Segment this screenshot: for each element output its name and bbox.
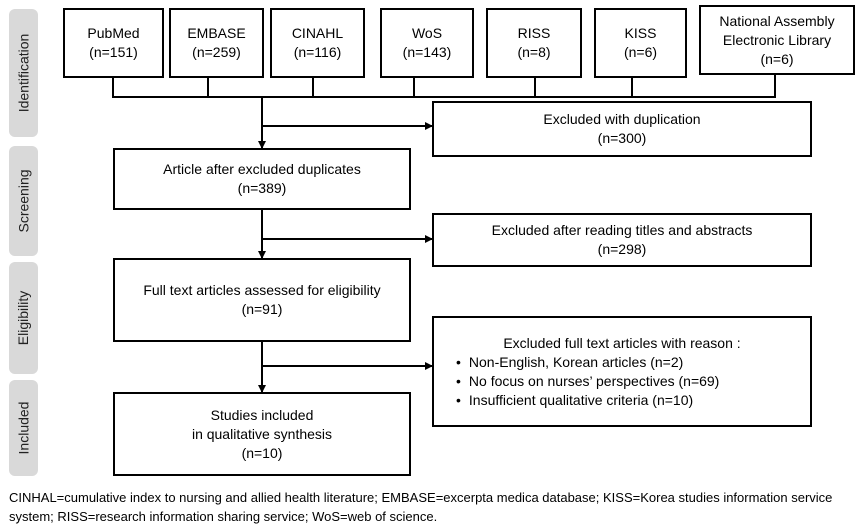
excluded-reasons-list: Non-English, Korean articles (n=2) No fo… <box>434 353 810 410</box>
excluded-reason-item: No focus on nurses’ perspectives (n=69) <box>456 372 810 391</box>
excluded-reasons-title: Excluded full text articles with reason … <box>503 335 741 351</box>
stage-identification: Identification <box>9 9 38 137</box>
source-count: (n=116) <box>293 44 342 60</box>
included-line1: Studies included <box>210 406 314 423</box>
footnote: CINHAL=cumulative index to nursing and a… <box>9 490 833 524</box>
stage-eligibility: Eligibility <box>9 262 38 374</box>
source-count: (n=151) <box>89 44 138 60</box>
source-count: (n=143) <box>402 44 452 60</box>
source-riss-box: RISS (n=8) <box>486 8 582 78</box>
source-name-line1: National Assembly <box>719 12 835 29</box>
excluded-reason-item: Insufficient qualitative criteria (n=10) <box>456 391 810 410</box>
source-cinahl-box: CINAHL (n=116) <box>270 8 365 78</box>
stage-screening: Screening <box>9 146 38 256</box>
full-text-count: (n=91) <box>241 301 283 317</box>
source-name-line2: Electronic Library <box>722 31 832 48</box>
source-pubmed-box: PubMed (n=151) <box>63 8 164 78</box>
after-duplicates-count: (n=389) <box>237 180 287 196</box>
full-text-box: Full text articles assessed for eligibil… <box>113 258 411 342</box>
excluded-titles-box: Excluded after reading titles and abstra… <box>432 213 812 267</box>
source-kiss-box: KISS (n=6) <box>594 8 687 78</box>
source-name: PubMed <box>87 25 140 41</box>
after-duplicates-label: Article after excluded duplicates <box>163 161 361 177</box>
source-embase-box: EMBASE (n=259) <box>169 8 264 78</box>
source-name: KISS <box>624 25 657 41</box>
included-line2: in qualitative synthesis <box>191 425 333 442</box>
excluded-reasons-box: Excluded full text articles with reason … <box>432 316 812 427</box>
source-count: (n=259) <box>192 44 241 60</box>
excluded-titles-count: (n=298) <box>597 241 647 257</box>
source-name: WoS <box>411 25 443 41</box>
source-count: (n=6) <box>760 50 794 67</box>
excluded-reason-item: Non-English, Korean articles (n=2) <box>456 353 810 372</box>
excluded-duplication-label: Excluded with duplication <box>543 111 701 127</box>
full-text-label: Full text articles assessed for eligibil… <box>143 282 381 298</box>
source-wos-box: WoS (n=143) <box>380 8 474 78</box>
source-national-assembly-box: National Assembly Electronic Library (n=… <box>699 5 855 75</box>
source-name: EMBASE <box>187 25 246 41</box>
source-name: CINAHL <box>291 25 344 41</box>
excluded-titles-label: Excluded after reading titles and abstra… <box>491 222 753 238</box>
excluded-duplication-box: Excluded with duplication (n=300) <box>432 101 812 157</box>
after-duplicates-box: Article after excluded duplicates (n=389… <box>113 148 411 210</box>
stage-included: Included <box>9 380 38 476</box>
source-count: (n=6) <box>623 44 658 60</box>
excluded-duplication-count: (n=300) <box>597 130 647 146</box>
source-name: RISS <box>517 25 551 41</box>
included-count: (n=10) <box>241 444 283 461</box>
included-box: Studies included in qualitative synthesi… <box>113 392 411 476</box>
source-count: (n=8) <box>517 44 551 60</box>
